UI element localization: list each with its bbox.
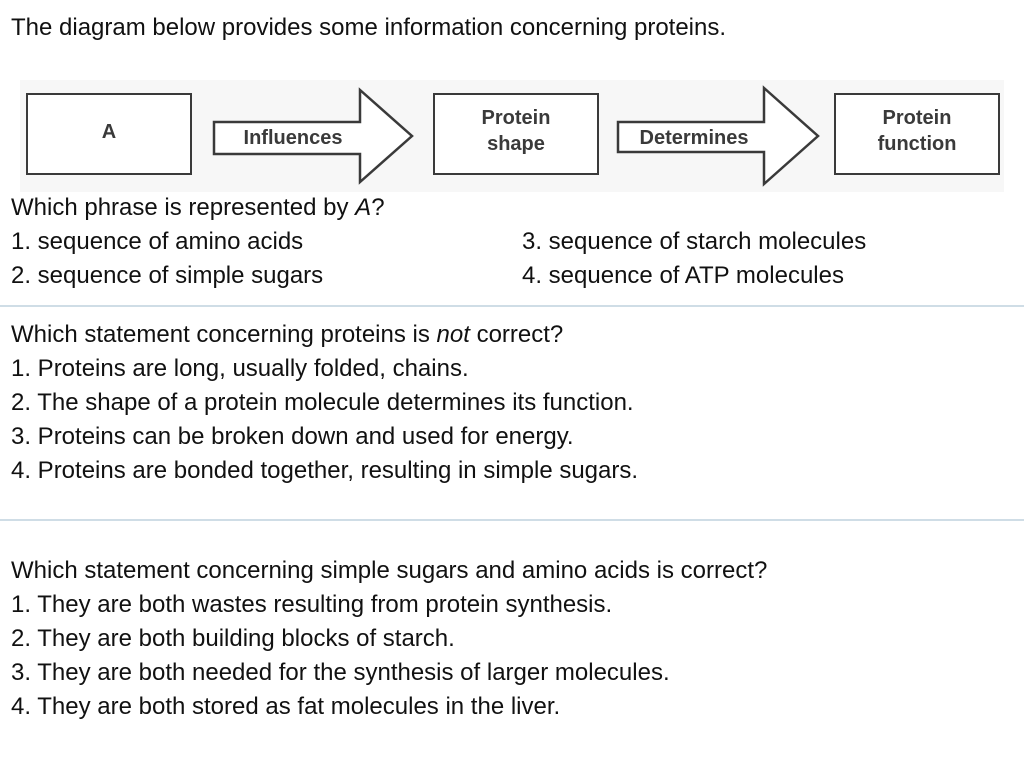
q1-option-3: 3. sequence of starch molecules [522, 228, 867, 255]
q1-question-text: Which phrase is represented by [11, 194, 356, 221]
determines-arrow: Determines [616, 85, 820, 187]
intro-text: The diagram below provides some informat… [11, 14, 727, 41]
q1-option-1: 1. sequence of amino acids [11, 228, 304, 255]
q3-option-1: 1. They are both wastes resulting from p… [11, 591, 613, 618]
q1-question-end: ? [371, 194, 385, 221]
q3-option-4: 4. They are both stored as fat molecules… [11, 693, 561, 720]
box-a-label: A [102, 121, 116, 143]
q1-option-4: 4. sequence of ATP molecules [522, 262, 844, 289]
box-protein-shape: Protein shape [433, 93, 599, 175]
q2-option-1: 1. Proteins are long, usually folded, ch… [11, 355, 469, 382]
q3-question: Which statement concerning simple sugars… [11, 557, 768, 584]
protein-shape-label-1: Protein [482, 107, 551, 129]
q2-question-end: correct? [469, 321, 564, 348]
section-divider [0, 519, 1024, 521]
box-a: A [26, 93, 192, 175]
q2-option-3: 3. Proteins can be broken down and used … [11, 423, 574, 450]
q3-option-2: 2. They are both building blocks of star… [11, 625, 455, 652]
determines-label: Determines [640, 127, 749, 149]
q3-option-3: 3. They are both needed for the synthesi… [11, 659, 670, 686]
influences-label: Influences [244, 127, 343, 149]
q2-question-emphasis: not [436, 321, 470, 348]
protein-diagram: A Influences Protein shape Determines Pr… [20, 80, 1004, 192]
influences-arrow: Influences [212, 87, 414, 185]
box-protein-function: Protein function [834, 93, 1000, 175]
q2-option-2: 2. The shape of a protein molecule deter… [11, 389, 634, 416]
protein-function-label-2: function [878, 133, 957, 155]
q2-option-4: 4. Proteins are bonded together, resulti… [11, 457, 639, 484]
q2-question: Which statement concerning proteins is n… [11, 320, 563, 350]
section-divider [0, 305, 1024, 307]
protein-shape-label-2: shape [487, 133, 545, 155]
q1-question-emphasis: A [355, 194, 372, 221]
q1-question: Which phrase is represented by A? [11, 193, 385, 223]
q2-question-text: Which statement concerning proteins is [11, 321, 437, 348]
protein-function-label-1: Protein [883, 107, 952, 129]
q1-option-2: 2. sequence of simple sugars [11, 262, 324, 289]
